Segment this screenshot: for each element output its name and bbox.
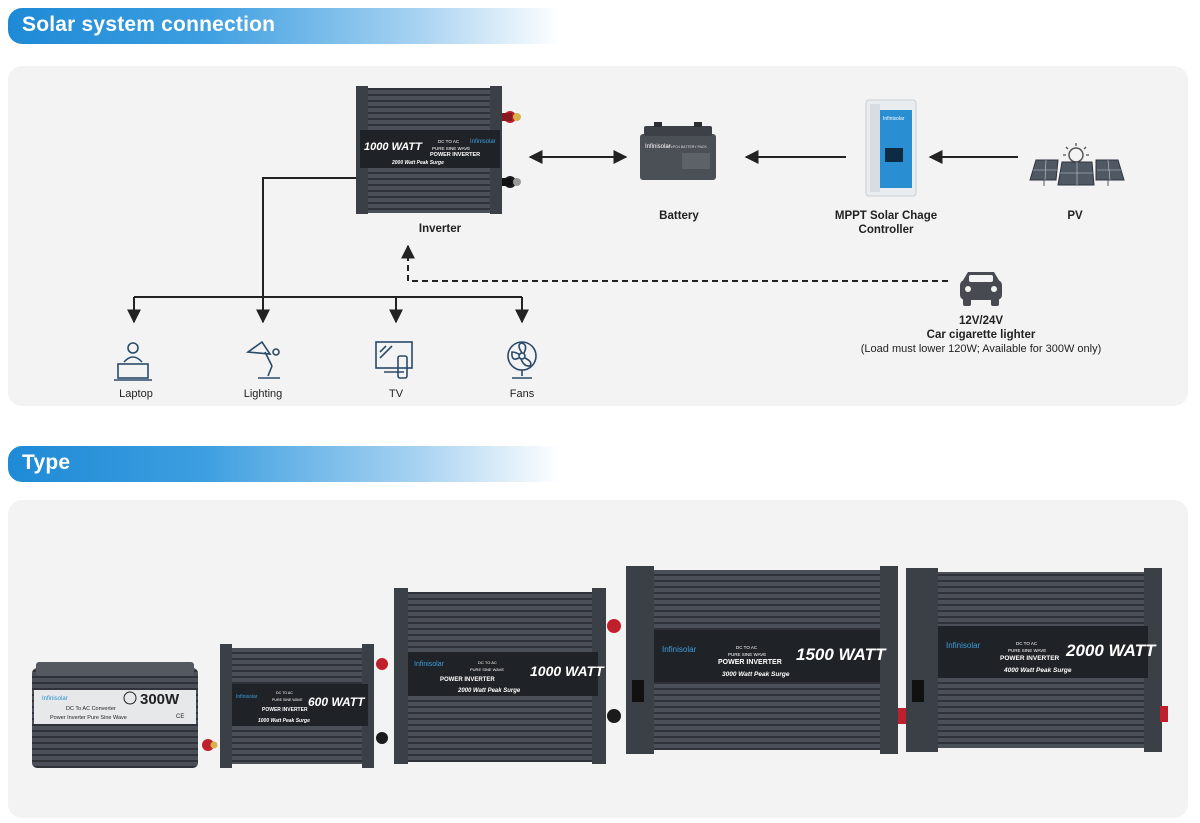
product-line2: PURE SINE WAVE [728,652,766,657]
controller-label-2: Controller [859,224,914,236]
car-icon [960,272,1002,306]
product-line2: PURE SINE WAVE [470,667,504,672]
product-surge: 1000 Watt Peak Surge [258,718,310,724]
inverter-label: Inverter [419,223,462,235]
product-watt: 1500 WATT [796,645,887,664]
lamp-icon [245,340,280,379]
load-label-fans: Fans [510,388,535,400]
inverter-power: POWER INVERTER [430,152,480,158]
product-2000w: Infinisolar DC TO AC PURE SINE WAVE POWE… [906,568,1168,752]
product-line1: DC To AC Converter [66,706,116,712]
tv-icon [375,341,413,379]
product-line1: DC TO AC [736,645,758,650]
product-marks: CE [176,714,184,720]
battery-tag: LiFePO4 BATTERY PACK [666,145,707,149]
car-label-3: (Load must lower 120W; Available for 300… [861,343,1102,355]
load-lines [127,177,529,324]
product-brand: Infinisolar [42,696,68,702]
controller-brand: Infinisolar [883,116,905,122]
product-line1: DC TO AC [478,660,497,665]
inverter-surge: 2000 Watt Peak Surge [391,160,444,166]
product-surge: 3000 Watt Peak Surge [722,671,790,678]
product-line2: PURE SINE WAVE [1008,648,1046,653]
battery-device: Infinisolar LiFePO4 BATTERY PACK [640,122,716,180]
product-600w: Infinisolar DC TO AC PURE SINE WAVE POWE… [220,644,388,768]
product-line1: DC TO AC [276,691,293,695]
product-line2: PURE SINE WAVE [272,698,303,702]
product-brand: Infinisolar [662,645,697,654]
inverter-device: 1000 WATT DC TO AC PURE SINE WAVE Infini… [356,86,521,214]
car-label-2: Car cigarette lighter [927,329,1036,341]
inverter-watt: 1000 WATT [364,141,423,153]
section-banner-solar: Solar system connection [8,8,560,44]
battery-label: Battery [659,210,699,222]
fan-icon [507,341,537,379]
battery-brand: Infinisolar [645,144,671,150]
product-power: POWER INVERTER [262,707,308,713]
product-watt: 300W [140,691,180,708]
product-watt: 600 WATT [308,695,366,709]
load-label-lighting: Lighting [244,388,283,400]
pv-panels [1029,143,1125,186]
product-1000w: Infinisolar DC TO AC PURE SINE WAVE POWE… [394,588,621,764]
product-300w: Infinisolar DC To AC Converter Power Inv… [32,662,218,768]
laptop-icon [114,342,152,381]
load-label-tv: TV [389,388,404,400]
diagram-panel [8,66,1188,406]
product-brand: Infinisolar [236,694,258,700]
car-label-1: 12V/24V [959,315,1003,327]
inverter-brand: Infinisolar [470,139,496,145]
inverter-dcac: DC TO AC [438,139,460,144]
section-title: Solar system connection [22,13,276,36]
product-surge: 4000 Watt Peak Surge [1003,667,1072,674]
product-power: POWER INVERTER [718,659,782,666]
product-power: POWER INVERTER [440,677,495,683]
product-line1: DC TO AC [1016,641,1038,646]
product-watt: 2000 WATT [1065,641,1157,660]
car-dashed-line [401,244,948,282]
controller-label-1: MPPT Solar Chage [835,210,937,222]
section-title: Type [22,451,71,474]
product-surge: 2000 Watt Peak Surge [457,688,521,694]
product-1500w: Infinisolar DC TO AC PURE SINE WAVE POWE… [626,566,906,754]
controller-device: Infinisolar [865,99,917,197]
inverter-pure: PURE SINE WAVE [432,146,470,151]
pv-label: PV [1067,210,1083,222]
product-brand: Infinisolar [946,641,981,650]
product-line2: Power Inverter Pure Sine Wave [50,715,127,721]
product-watt: 1000 WATT [530,663,605,679]
section-banner-type: Type [8,446,560,482]
product-power: POWER INVERTER [1000,655,1060,662]
product-brand: Infinisolar [414,661,445,668]
load-label-laptop: Laptop [119,388,153,400]
